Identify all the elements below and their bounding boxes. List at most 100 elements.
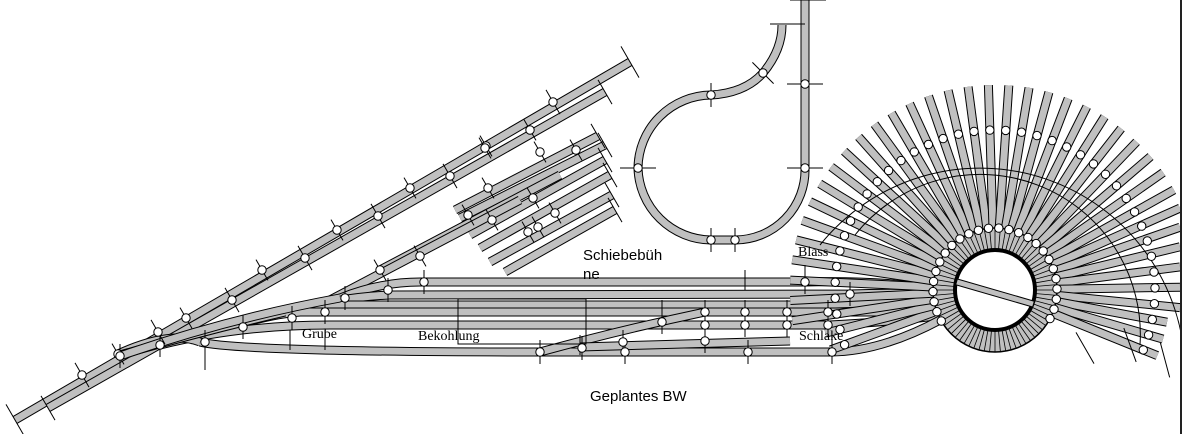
track-joint — [227, 295, 237, 305]
label-blass: Blass — [798, 245, 829, 260]
track-joint — [155, 340, 165, 350]
label-grube: Grube — [302, 327, 337, 342]
track-joint — [782, 307, 792, 317]
track-joint — [618, 337, 628, 347]
track-joint — [533, 222, 543, 232]
turntable-hatch — [973, 327, 982, 349]
track-joint — [1023, 232, 1033, 243]
track-joint — [800, 163, 810, 173]
track-joint — [1146, 251, 1157, 261]
track-joint — [740, 307, 750, 317]
track-joint — [839, 340, 850, 350]
track-joint — [883, 165, 894, 176]
joint-marker — [1075, 332, 1095, 364]
track-joint — [1051, 274, 1061, 284]
joint-marker — [1123, 327, 1137, 363]
roundhouse-track — [790, 276, 934, 291]
track-joint — [200, 337, 210, 347]
turntable-hatch — [947, 249, 965, 265]
roundhouse-track — [791, 295, 935, 325]
roundhouse-track — [1056, 283, 1181, 293]
track-layer — [12, 0, 1182, 424]
track-joint — [287, 313, 297, 323]
track-joint — [827, 347, 837, 357]
roundhouse-track — [841, 148, 952, 251]
track-joint — [743, 347, 753, 357]
roundhouse-track — [855, 134, 957, 247]
depot-entry-2 — [118, 294, 341, 360]
track-joint — [845, 216, 856, 226]
track-joint — [835, 246, 845, 256]
track-joint — [535, 147, 545, 157]
track-joint — [953, 129, 964, 139]
track-joint — [845, 289, 855, 299]
track-joint — [1062, 142, 1072, 152]
roundhouse-track — [828, 164, 948, 256]
siding-connector-b — [328, 196, 522, 304]
joint-marker — [1159, 342, 1171, 378]
turntable-bridge — [956, 279, 1034, 307]
track-joint — [800, 79, 810, 89]
roundhouse-track — [906, 102, 973, 236]
roundhouse-track — [1019, 105, 1090, 237]
mainline-upper — [13, 58, 632, 424]
coaling-stage-outline — [457, 298, 587, 345]
track-joint — [548, 97, 558, 107]
track-joint — [1137, 221, 1147, 231]
track-joint — [1147, 314, 1158, 325]
diagram-title: Geplantes BW — [590, 388, 687, 405]
roundhouse-track — [1039, 153, 1153, 253]
track-joint — [985, 125, 995, 135]
roundhouse-track — [1043, 169, 1166, 258]
turntable-hatch — [954, 242, 970, 260]
track-joint — [832, 261, 842, 272]
building-outlines — [457, 298, 587, 345]
track-joint — [1051, 294, 1062, 304]
track-joint — [839, 231, 850, 241]
roundhouse-track — [817, 180, 944, 261]
roundhouse-track — [1007, 91, 1053, 232]
roundhouse-track — [790, 289, 934, 304]
joint-marker — [5, 404, 24, 434]
turntable-hatch — [935, 299, 957, 307]
turntable-hatch — [983, 228, 989, 251]
turntable-hatch — [1031, 263, 1052, 274]
turntable-hatch — [1025, 315, 1043, 331]
track-joint — [320, 307, 330, 317]
track-joint — [77, 370, 87, 380]
track-joint — [830, 293, 840, 303]
track-joint — [419, 277, 429, 287]
joint-marker — [604, 182, 620, 208]
turntable-hatch — [1014, 324, 1027, 344]
turntable-hatch — [1027, 254, 1047, 268]
track-joint — [373, 211, 383, 221]
track-joint — [1048, 264, 1059, 274]
track-joint — [730, 235, 740, 245]
track-joint — [823, 320, 833, 330]
track-joint — [340, 293, 350, 303]
reversing-loop — [634, 0, 809, 244]
track-joint — [969, 126, 979, 137]
track-joint — [935, 257, 945, 267]
track-joint — [1045, 313, 1055, 324]
track-joint — [929, 297, 939, 307]
track-joint — [923, 139, 934, 150]
turntable-hatch — [943, 312, 963, 326]
turntable-hatch — [1008, 327, 1017, 349]
track-joints — [77, 68, 1160, 380]
turntable-hatch — [973, 231, 982, 253]
track-joint — [706, 235, 716, 245]
turntable-hatch — [989, 329, 992, 352]
depot-crossover — [539, 308, 706, 356]
track-joint — [577, 343, 587, 353]
roundhouse-track — [1001, 87, 1033, 230]
track-joint — [1121, 193, 1131, 204]
track-joint — [994, 223, 1004, 233]
track-joint — [832, 309, 842, 319]
roundhouse-track — [995, 85, 1013, 229]
track-joint — [973, 225, 984, 236]
turntable-hatch — [978, 328, 986, 350]
track-joint — [700, 307, 710, 317]
roundhouse-track — [1035, 139, 1140, 248]
track-joint — [872, 177, 882, 187]
